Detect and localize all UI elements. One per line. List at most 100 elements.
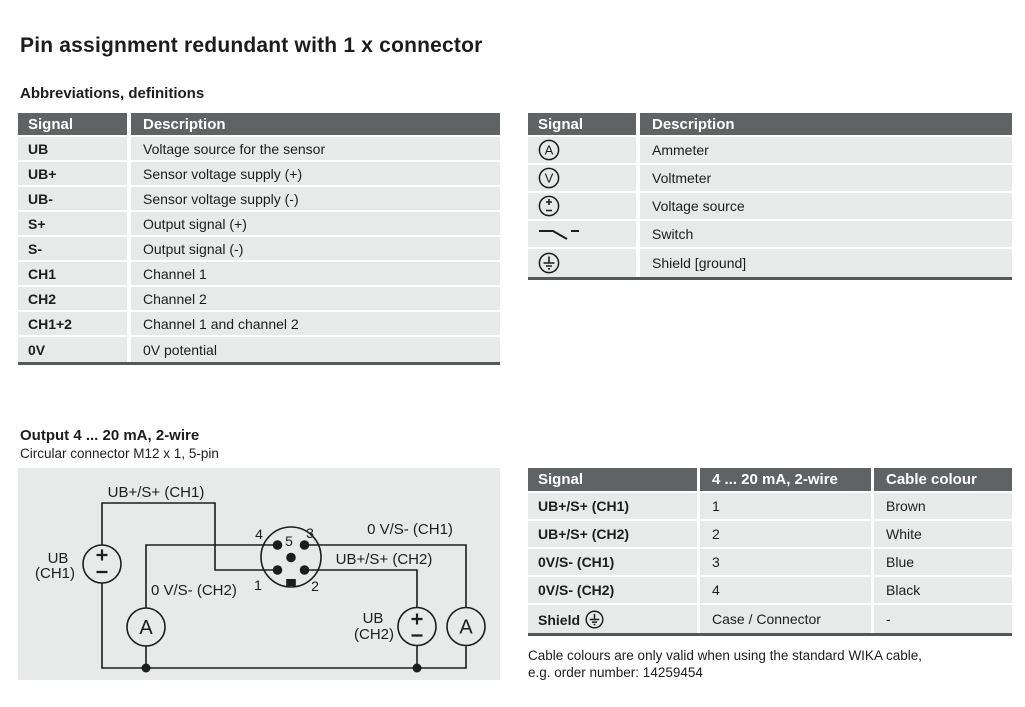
table-row: V Voltmeter [528, 165, 1012, 193]
table-row: Switch [528, 221, 1012, 249]
signal-cell: Shield [528, 605, 700, 633]
table-header-row: Signal Description [18, 113, 500, 137]
table-row: A Ammeter [528, 137, 1012, 165]
table-row: UB+/S+ (CH1) 1 Brown [528, 493, 1012, 521]
plus-minus-symbol [96, 549, 108, 574]
signal-header: Signal [18, 113, 131, 137]
signal-cell: 0V [18, 337, 131, 362]
circuit-diagram: A A UB+/S+ (CH1) UB (CH1) 0 V/S- (CH2) 0… [18, 468, 500, 680]
pin-cell: 4 [700, 577, 874, 605]
description-cell: Voltage source for the sensor [131, 137, 500, 162]
footnote-line-1: Cable colours are only valid when using … [528, 648, 922, 663]
signal-cell: CH1+2 [18, 312, 131, 337]
svg-text:V: V [545, 171, 554, 186]
wire-label-ub-s-ch2: UB+/S+ (CH2) [336, 551, 433, 568]
pin-cell: Case / Connector [700, 605, 874, 633]
description-cell: 0V potential [131, 337, 500, 362]
wire-label-0v-s-ch1: 0 V/S- (CH1) [367, 521, 453, 538]
pin-cell: 2 [700, 521, 874, 549]
symbol-cell [528, 193, 640, 221]
description-cell: Output signal (+) [131, 212, 500, 237]
voltage-source-ch2-icon [397, 606, 437, 647]
table-row: CH2 Channel 2 [18, 287, 500, 312]
table-row: UB+ Sensor voltage supply (+) [18, 162, 500, 187]
table-row: 0V/S- (CH1) 3 Blue [528, 549, 1012, 577]
table-row: Voltage source [528, 193, 1012, 221]
signal-cell: UB+/S+ (CH2) [528, 521, 700, 549]
shield-ground-icon [585, 609, 604, 629]
description-cell: Channel 1 and channel 2 [131, 312, 500, 337]
symbol-cell [528, 249, 640, 277]
connector-pin-5 [286, 552, 296, 563]
shield-label: Shield [538, 611, 581, 628]
connector-outline [260, 526, 322, 588]
plus-minus-symbol [411, 613, 423, 637]
symbol-cell: A [528, 137, 640, 165]
connector-pin-1 [272, 565, 283, 575]
symbols-table: Signal Description A Ammeter V Voltmeter… [528, 113, 1012, 280]
signal-header: Signal [528, 468, 700, 493]
cable-colour-cell: Blue [874, 549, 1012, 577]
output-section-heading: Output 4 ... 20 mA, 2-wire [20, 427, 200, 444]
cable-colour-cell: White [874, 521, 1012, 549]
footnote-line-2: e.g. order number: 14259454 [528, 664, 703, 680]
signal-cell: CH2 [18, 287, 131, 312]
wire-ub-s-ch2 [304, 569, 418, 608]
table-row: UB+/S+ (CH2) 2 White [528, 521, 1012, 549]
m12-connector-icon [260, 526, 322, 588]
description-cell: Sensor voltage supply (+) [131, 162, 500, 187]
ammeter-right-icon [446, 606, 486, 647]
voltage-source-ch1-icon [82, 544, 122, 584]
table-row: S- Output signal (-) [18, 237, 500, 262]
symbol-cell [528, 221, 640, 249]
signal-cell: CH1 [18, 262, 131, 287]
description-header: Description [640, 113, 1012, 137]
signal-cell: S- [18, 237, 131, 262]
table-header-row: Signal Description [528, 113, 1012, 137]
table-row: Shield Case / Connector - [528, 605, 1012, 633]
description-cell: Switch [640, 221, 1012, 249]
wire-label-0v-s-ch2: 0 V/S- (CH2) [151, 582, 237, 599]
junction-dot [141, 663, 151, 673]
symbol-cell: V [528, 165, 640, 193]
voltage-source-icon [538, 195, 560, 217]
source2-label: UB [363, 610, 384, 627]
abbreviations-heading: Abbreviations, definitions [20, 85, 205, 102]
signal-cell: S+ [18, 212, 131, 237]
description-cell: Channel 2 [131, 287, 500, 312]
pin-number-1: 1 [254, 577, 262, 593]
description-cell: Channel 1 [131, 262, 500, 287]
connector-pin-3 [299, 540, 310, 550]
switch-icon [539, 230, 579, 241]
source1-channel-label: (CH1) [35, 565, 75, 582]
page-title: Pin assignment redundant with 1 x connec… [20, 34, 483, 57]
ammeter-left-icon [126, 607, 166, 647]
ammeter-left-label: A [139, 617, 153, 639]
output-header: 4 ... 20 mA, 2-wire [700, 468, 874, 493]
signal-header: Signal [528, 113, 640, 137]
table-row: S+ Output signal (+) [18, 212, 500, 237]
pin-number-4: 4 [255, 526, 263, 542]
ammeter-circle-icon: A [538, 139, 560, 161]
source1-label: UB [48, 550, 69, 567]
wire-ub-s-ch1 [101, 502, 278, 571]
cable-colour-header: Cable colour [874, 468, 1012, 493]
voltmeter-circle-icon: V [538, 167, 560, 189]
table-row: 0V/S- (CH2) 4 Black [528, 577, 1012, 605]
connector-pin-4 [272, 540, 283, 550]
description-cell: Voltage source [640, 193, 1012, 221]
connector-pin-2 [299, 565, 310, 575]
cable-colour-cell: Brown [874, 493, 1012, 521]
signal-cell: UB [18, 137, 131, 162]
wire-label-ub-s-ch1: UB+/S+ (CH1) [108, 484, 205, 501]
signal-cell: 0V/S- (CH2) [528, 577, 700, 605]
source2-channel-label: (CH2) [354, 626, 394, 643]
table-row: CH1 Channel 1 [18, 262, 500, 287]
table-row: UB Voltage source for the sensor [18, 137, 500, 162]
table-row: Shield [ground] [528, 249, 1012, 277]
cable-colour-footnote: Cable colours are only valid when using … [528, 648, 1018, 681]
description-header: Description [131, 113, 500, 137]
svg-text:A: A [545, 143, 554, 158]
description-cell: Shield [ground] [640, 249, 1012, 277]
pin-number-3: 3 [306, 525, 314, 541]
